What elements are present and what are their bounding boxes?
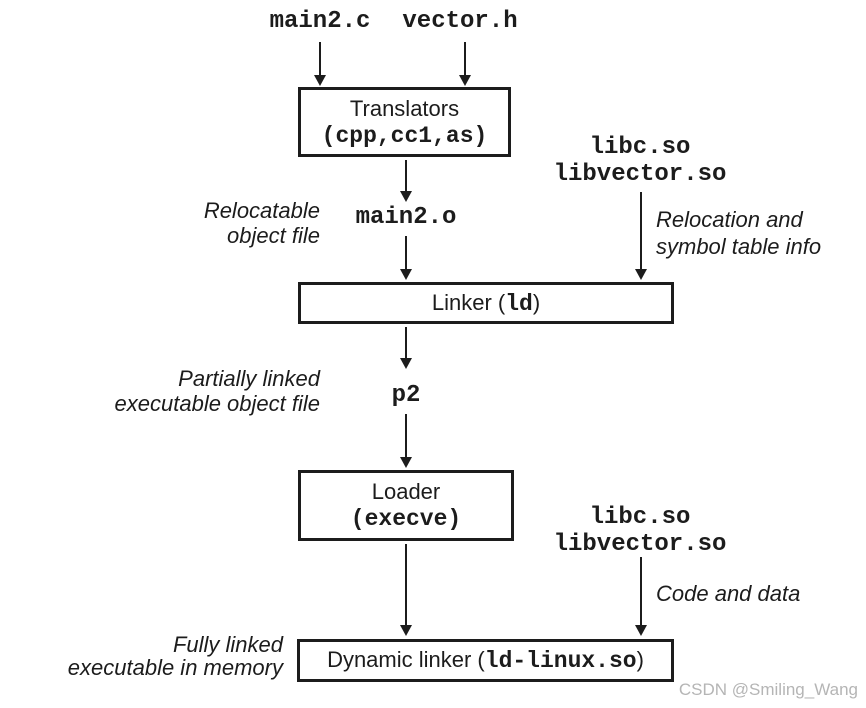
arrow-head-icon bbox=[400, 457, 412, 468]
arrow-head-icon bbox=[400, 269, 412, 280]
partially-linked-side-label: Partially linked executable object file bbox=[115, 366, 320, 416]
shared-libs-upper: libc.so libvector.so bbox=[545, 134, 735, 188]
fully-linked-side-label-line2: executable in memory bbox=[67, 655, 283, 680]
shared-libs-lower-line1: libc.so bbox=[589, 504, 691, 531]
source-file-label: main2.c bbox=[269, 8, 371, 35]
relocatable-side-label: Relocatable object file bbox=[204, 198, 320, 248]
arrow-head-icon bbox=[635, 269, 647, 280]
arrow-shaft bbox=[640, 192, 642, 270]
loader-syscall: (execve) bbox=[350, 506, 462, 532]
shared-libs-lower: libc.so libvector.so bbox=[545, 504, 735, 558]
arrow-head-icon bbox=[400, 191, 412, 202]
linker-title: Linker (ld) bbox=[432, 289, 540, 318]
arrow-shaft bbox=[405, 414, 407, 458]
watermark: CSDN @Smiling_Wang bbox=[678, 680, 858, 699]
dynamic-linker-title-suffix: ) bbox=[636, 647, 644, 672]
arrow-shaft bbox=[405, 160, 407, 192]
relocation-info-label-line1: Relocation and bbox=[656, 207, 803, 232]
arrow-shaft bbox=[405, 327, 407, 359]
arrow-shaft bbox=[640, 557, 642, 626]
arrow-head-icon bbox=[400, 358, 412, 369]
arrow-shaft bbox=[319, 42, 321, 76]
translators-tools: (cpp,cc1,as) bbox=[321, 122, 488, 149]
arrow-head-icon bbox=[314, 75, 326, 86]
shared-libs-upper-line2: libvector.so bbox=[553, 161, 727, 188]
relocation-info-label-line2: symbol table info bbox=[656, 234, 822, 259]
arrow-shaft bbox=[405, 236, 407, 270]
translators-title: Translators bbox=[349, 95, 460, 121]
linker-box: Linker (ld) bbox=[298, 282, 674, 324]
relocatable-side-label-line2: object file bbox=[227, 223, 320, 248]
fully-linked-side-label-line1: Fully linked bbox=[172, 632, 283, 657]
dynamic-linker-box: Dynamic linker (ld-linux.so) bbox=[297, 639, 674, 682]
shared-libs-upper-line1: libc.so bbox=[589, 134, 691, 161]
relocation-info-label: Relocation and symbol table info bbox=[656, 206, 821, 260]
arrow-shaft bbox=[464, 42, 466, 76]
partially-linked-side-label-line2: executable object file bbox=[114, 391, 320, 416]
linker-command: ld bbox=[505, 290, 533, 317]
header-file-label: vector.h bbox=[402, 8, 518, 35]
arrow-head-icon bbox=[400, 625, 412, 636]
partially-linked-side-label-line1: Partially linked bbox=[178, 366, 320, 391]
arrow-head-icon bbox=[459, 75, 471, 86]
arrow-shaft bbox=[405, 544, 407, 626]
dynamic-linker-title-prefix: Dynamic linker ( bbox=[327, 647, 485, 672]
fully-linked-side-label: Fully linked executable in memory bbox=[68, 633, 283, 679]
relocatable-side-label-line1: Relocatable bbox=[203, 198, 320, 223]
arrow-head-icon bbox=[635, 625, 647, 636]
relocatable-object-label: main2.o bbox=[355, 204, 457, 231]
dynamic-linker-title: Dynamic linker (ld-linux.so) bbox=[327, 646, 644, 675]
loader-title: Loader bbox=[371, 479, 441, 504]
code-and-data-label: Code and data bbox=[656, 581, 801, 606]
linker-title-suffix: ) bbox=[532, 289, 541, 315]
loader-box: Loader (execve) bbox=[298, 470, 514, 541]
translators-box: Translators (cpp,cc1,as) bbox=[298, 87, 511, 157]
shared-libs-lower-line2: libvector.so bbox=[553, 531, 727, 558]
dynamic-linker-command: ld-linux.so bbox=[484, 648, 637, 674]
linker-title-prefix: Linker ( bbox=[431, 289, 506, 315]
partial-executable-label: p2 bbox=[391, 382, 421, 409]
